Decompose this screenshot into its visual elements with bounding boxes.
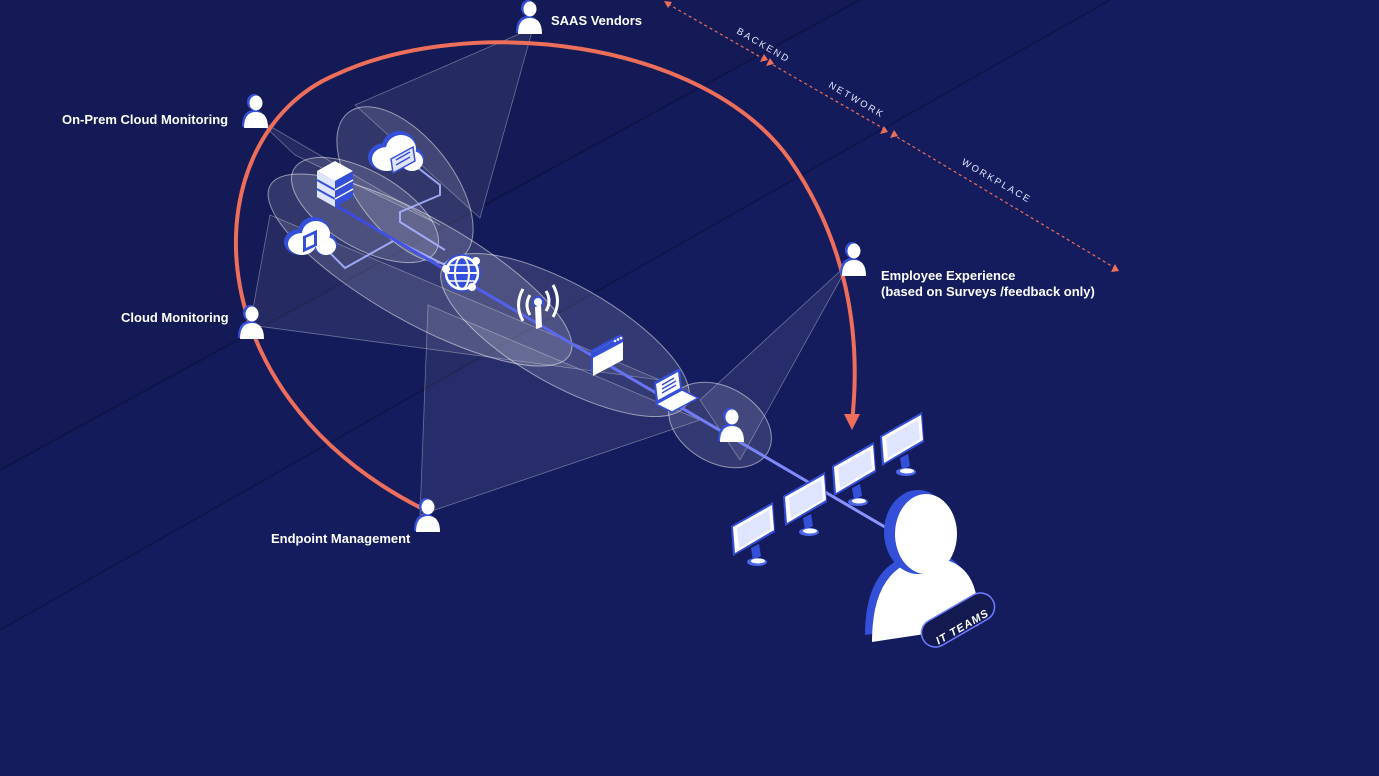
it-teams-badge [920,592,996,648]
feedback-arc [234,40,857,512]
globe-network-icon [442,254,481,292]
browser-window-icon [591,334,623,376]
band-divider-1 [0,0,861,471]
feedback-arc-arrowhead [844,414,860,430]
monitor-icon [832,442,876,506]
cloud-chip-icon [284,217,337,255]
saas-vendors-label: SAAS Vendors [551,13,643,28]
employee-experience-label: Employee Experience (based on Surveys /f… [881,268,1095,300]
monitor-icon [731,502,775,566]
endpoint-management-label: Endpoint Management [271,531,411,546]
employee-experience-title: Employee Experience [881,268,1016,283]
employee-experience-subtitle: (based on Surveys /feedback only) [881,284,1095,299]
lane-arrowheads [664,1,1119,272]
laptop-icon [654,368,700,413]
it-teams-user-icon [865,490,979,642]
cloud-icon [368,131,424,175]
pipeline-line [334,203,891,532]
employee-experience-user-icon [840,242,866,276]
lane-arrows [667,3,1116,269]
server-icon [316,161,354,207]
monitor-icon [880,412,924,476]
cloud-cone [249,214,661,381]
on-prem-cloud-monitoring-label: On-Prem Cloud Monitoring [62,112,229,127]
connectors [324,159,446,270]
cloud-monitoring-label: Cloud Monitoring [121,310,229,325]
wifi-antenna-icon [517,284,559,329]
